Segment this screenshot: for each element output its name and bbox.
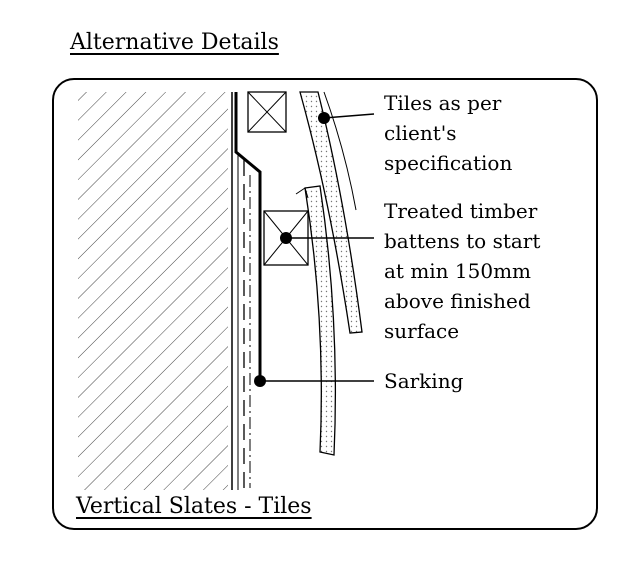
detail-subtitle: Vertical Slates - Tiles [76, 494, 312, 519]
detail-frame [52, 78, 598, 530]
tile-upper [299, 91, 363, 334]
tiles-label-line: specification [384, 151, 513, 175]
sarking-label: Sarking [384, 369, 464, 393]
leader-tiles [318, 112, 375, 124]
battens-label: Treated timber battens to start at min 1… [384, 196, 540, 346]
leader-battens [280, 232, 374, 244]
detail-heading: Alternative Details [70, 30, 279, 55]
tiles-label-line: Tiles as per [384, 91, 502, 115]
tile-lower [304, 185, 337, 456]
leader-sarking [254, 375, 374, 387]
tiles-label: Tiles as per client's specification [384, 88, 512, 178]
battens-label-line: surface [384, 319, 460, 343]
sarking-line [234, 92, 262, 382]
tiles-label-line: client's [384, 121, 457, 145]
battens-label-line: at min 150mm [384, 259, 532, 283]
tile-upper-back [323, 91, 357, 211]
batten-top [247, 91, 287, 133]
wall-hatching [78, 92, 228, 490]
battens-label-line: above finished [384, 289, 531, 313]
battens-label-line: battens to start [384, 229, 541, 253]
battens-label-line: Treated timber [384, 199, 538, 223]
tile-lower-lip [295, 187, 309, 199]
